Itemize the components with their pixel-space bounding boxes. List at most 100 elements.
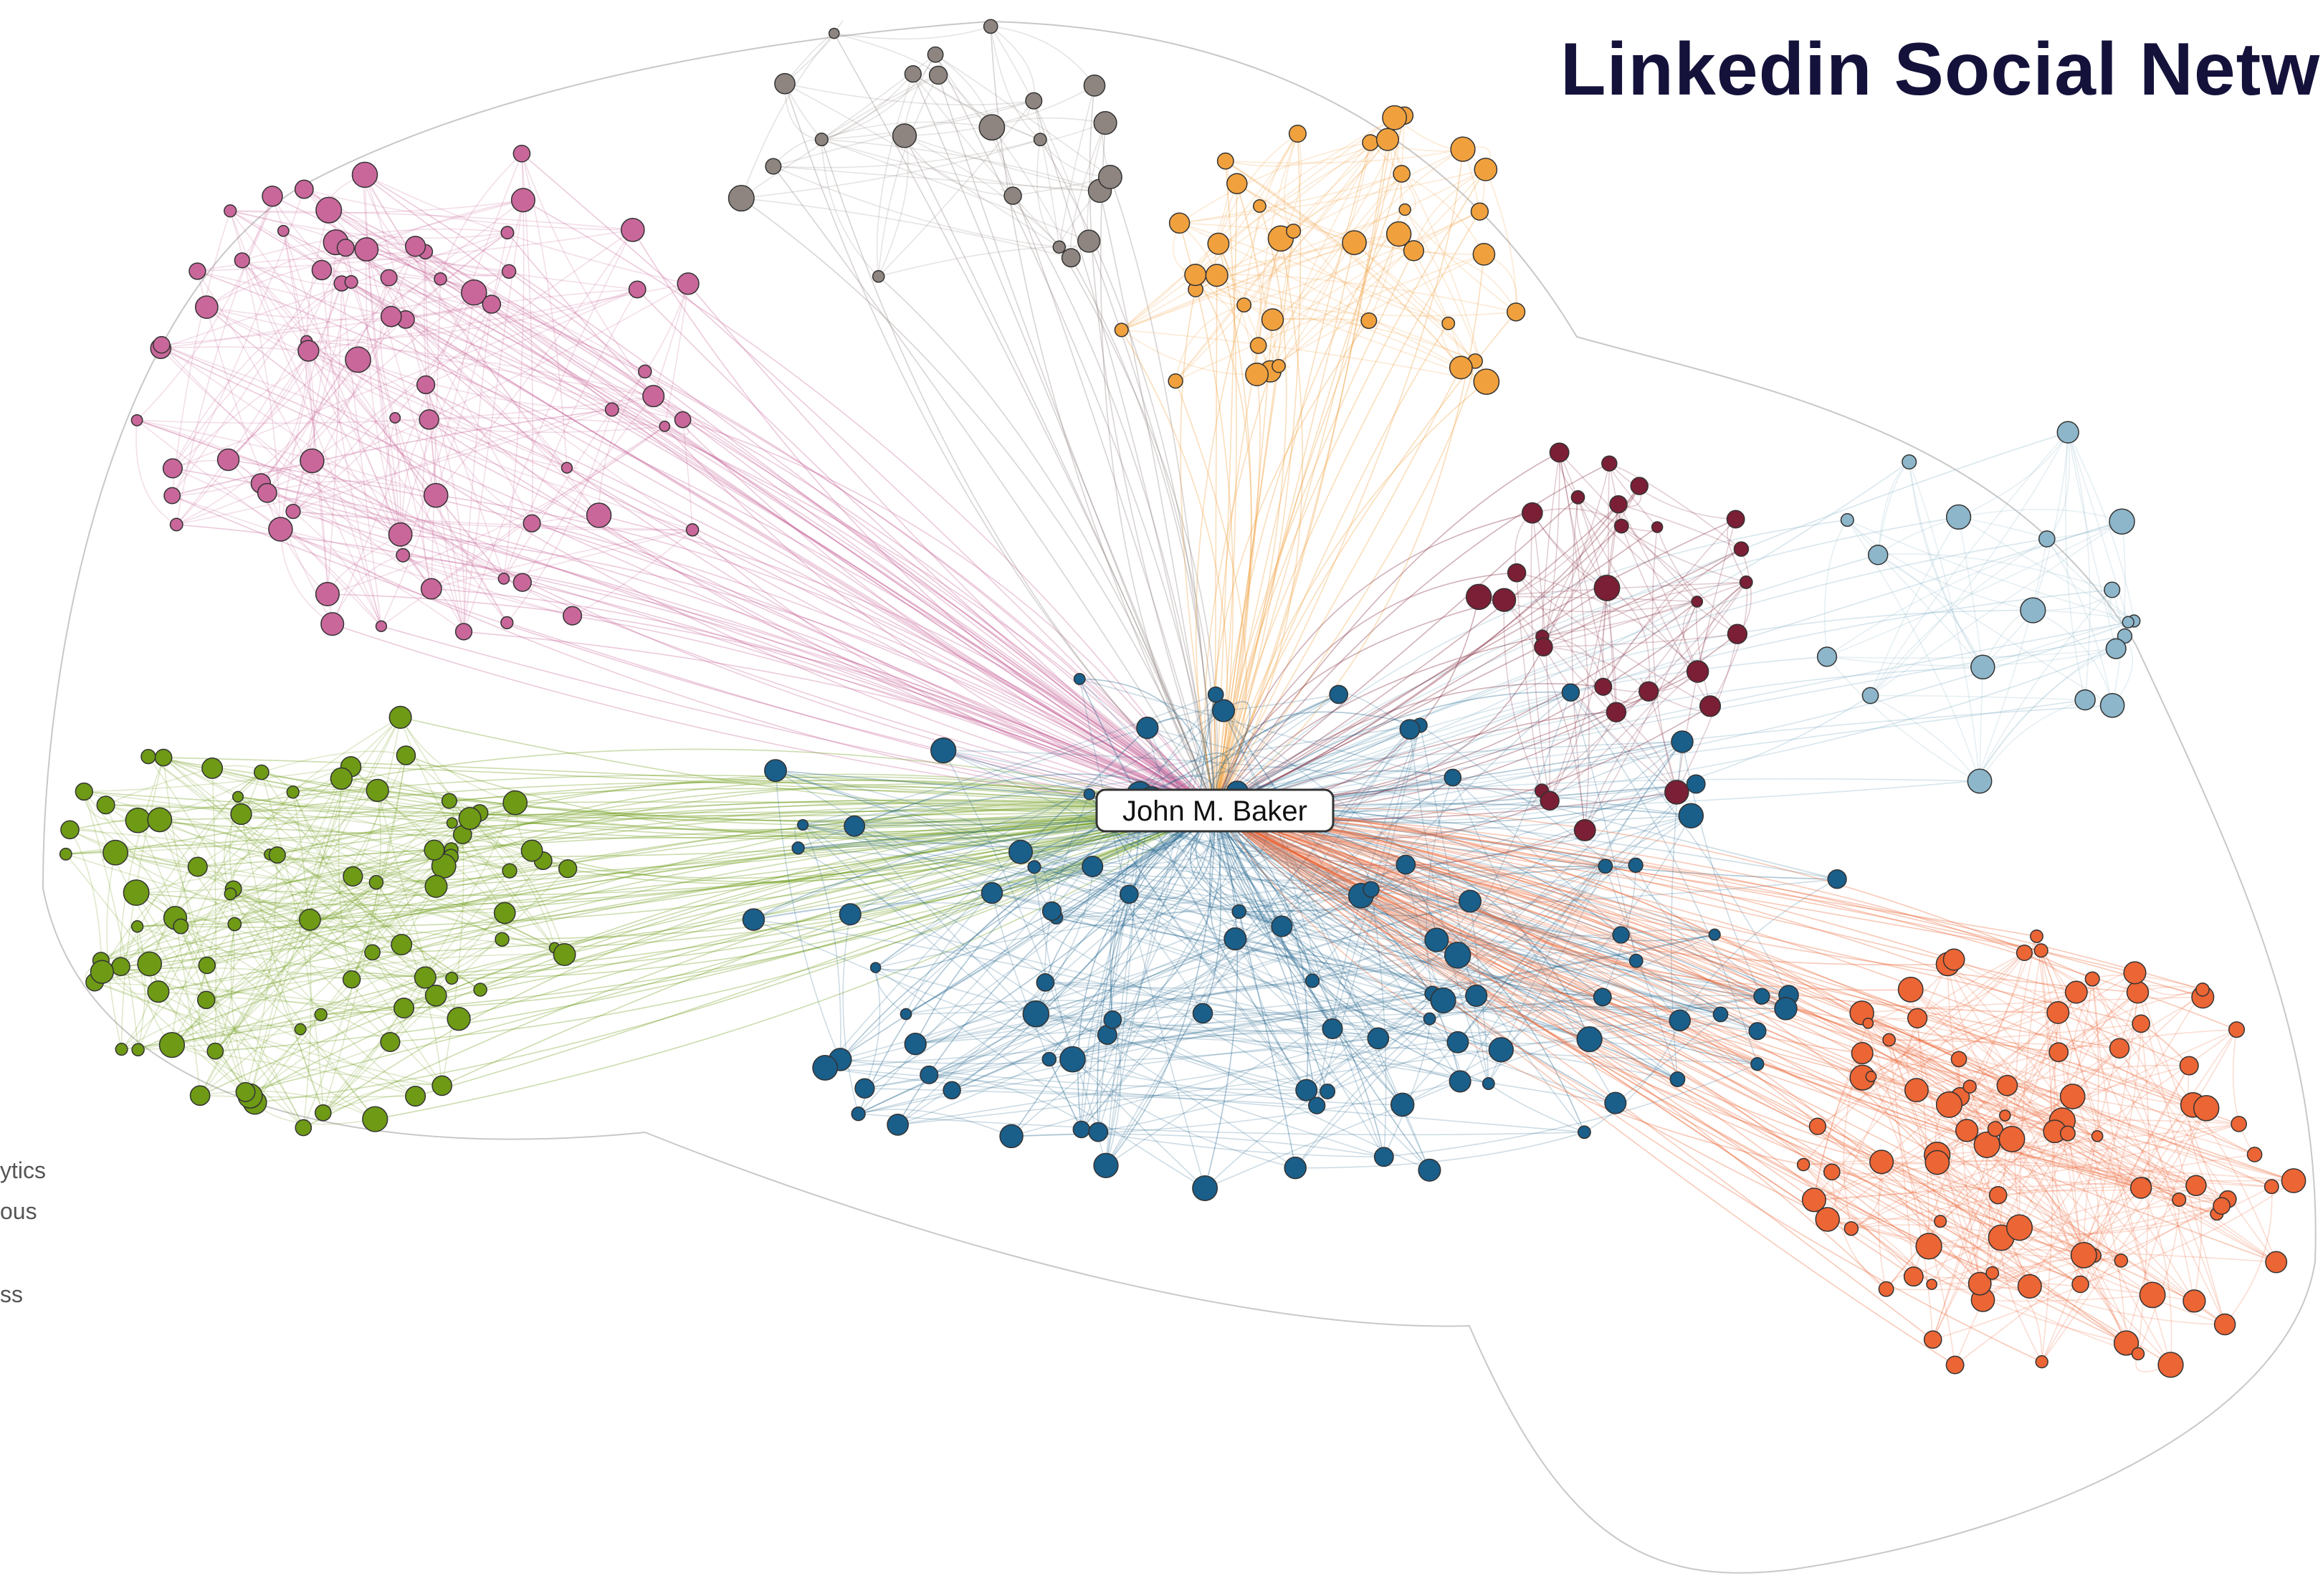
node-pink[interactable]	[604, 402, 619, 417]
node-dark-blue[interactable]	[812, 1054, 839, 1081]
node-green[interactable]	[189, 1085, 211, 1107]
node-pink[interactable]	[315, 196, 343, 224]
center-node[interactable]: John M. Baker	[1095, 788, 1335, 833]
node-red-orange[interactable]	[2213, 1313, 2236, 1336]
node-orange[interactable]	[1403, 240, 1425, 262]
node-pink[interactable]	[500, 226, 515, 240]
node-pink[interactable]	[344, 274, 358, 289]
node-dark-blue[interactable]	[1577, 1125, 1591, 1139]
node-red-orange[interactable]	[1882, 1033, 1896, 1047]
node-red-orange[interactable]	[1955, 1119, 1979, 1142]
node-pink[interactable]	[563, 606, 583, 626]
node-maroon[interactable]	[1534, 637, 1553, 656]
node-gray[interactable]	[872, 269, 885, 283]
node-green[interactable]	[441, 793, 457, 809]
node-dark-blue[interactable]	[764, 759, 787, 783]
node-red-orange[interactable]	[2265, 1251, 2288, 1274]
node-orange[interactable]	[1393, 165, 1411, 183]
node-red-orange[interactable]	[2129, 1177, 2152, 1199]
node-orange[interactable]	[1207, 232, 1230, 255]
node-dark-blue[interactable]	[1612, 926, 1630, 944]
node-red-orange[interactable]	[1823, 1163, 1841, 1181]
node-red-orange[interactable]	[1924, 1150, 1950, 1175]
node-light-blue[interactable]	[1970, 654, 1995, 680]
node-gray[interactable]	[1003, 186, 1022, 205]
node-maroon[interactable]	[1593, 575, 1621, 601]
node-red-orange[interactable]	[2048, 1042, 2069, 1063]
node-red-orange[interactable]	[1903, 1266, 1924, 1287]
node-light-blue[interactable]	[2122, 616, 2134, 629]
node-green[interactable]	[115, 1043, 128, 1056]
node-red-orange[interactable]	[2071, 1275, 2089, 1294]
node-red-orange[interactable]	[1907, 1008, 1928, 1028]
node-dark-blue[interactable]	[1671, 730, 1694, 753]
node-red-orange[interactable]	[2114, 1253, 2129, 1268]
node-green[interactable]	[158, 1031, 186, 1059]
node-orange[interactable]	[1506, 302, 1526, 322]
node-red-orange[interactable]	[2131, 1347, 2145, 1361]
node-red-orange[interactable]	[2084, 971, 2100, 987]
node-dark-blue[interactable]	[1041, 901, 1062, 922]
node-dark-blue[interactable]	[1753, 988, 1770, 1005]
node-dark-blue[interactable]	[1446, 1031, 1469, 1053]
node-gray[interactable]	[1033, 133, 1047, 147]
node-green[interactable]	[558, 859, 578, 879]
node-gray[interactable]	[1093, 111, 1117, 135]
node-dark-blue[interactable]	[1678, 803, 1704, 828]
node-pink[interactable]	[512, 144, 531, 163]
node-red-orange[interactable]	[2091, 1129, 2104, 1142]
node-pink[interactable]	[277, 224, 290, 237]
node-light-blue[interactable]	[2109, 508, 2135, 535]
node-green[interactable]	[268, 846, 286, 864]
node-red-orange[interactable]	[1815, 1207, 1840, 1232]
node-orange[interactable]	[1249, 337, 1267, 354]
node-pink[interactable]	[638, 364, 652, 379]
node-dark-blue[interactable]	[1708, 928, 1721, 941]
node-pink[interactable]	[300, 448, 325, 474]
node-pink[interactable]	[262, 186, 283, 207]
node-orange[interactable]	[1114, 322, 1129, 338]
node-dark-blue[interactable]	[1093, 1152, 1119, 1178]
node-pink[interactable]	[194, 295, 219, 319]
node-dark-blue[interactable]	[1669, 1071, 1686, 1087]
node-red-orange[interactable]	[2033, 943, 2048, 958]
node-green[interactable]	[227, 917, 242, 932]
node-green[interactable]	[342, 970, 361, 989]
node-light-blue[interactable]	[1861, 687, 1879, 704]
node-pink[interactable]	[674, 411, 692, 429]
node-green[interactable]	[502, 790, 528, 816]
node-pink[interactable]	[345, 346, 371, 373]
node-pink[interactable]	[189, 262, 206, 280]
node-dark-blue[interactable]	[1561, 683, 1580, 702]
node-orange[interactable]	[1449, 355, 1473, 380]
node-light-blue[interactable]	[2105, 638, 2127, 659]
node-maroon[interactable]	[1733, 541, 1750, 557]
node-maroon[interactable]	[1699, 695, 1722, 717]
node-green[interactable]	[447, 1007, 471, 1031]
node-maroon[interactable]	[1613, 518, 1629, 534]
node-red-orange[interactable]	[2246, 1147, 2263, 1162]
node-maroon[interactable]	[1570, 490, 1585, 505]
node-dark-blue[interactable]	[1008, 839, 1034, 864]
node-maroon[interactable]	[1686, 660, 1709, 683]
node-orange[interactable]	[1398, 203, 1411, 216]
node-orange[interactable]	[1441, 316, 1456, 330]
node-pink[interactable]	[642, 385, 665, 408]
node-red-orange[interactable]	[1878, 1281, 1894, 1297]
node-dark-blue[interactable]	[1059, 1046, 1086, 1073]
node-red-orange[interactable]	[2139, 1281, 2166, 1309]
node-dark-blue[interactable]	[1827, 869, 1847, 889]
node-maroon[interactable]	[1507, 563, 1527, 583]
node-dark-blue[interactable]	[854, 1078, 875, 1099]
node-maroon[interactable]	[1609, 494, 1628, 514]
node-dark-blue[interactable]	[1465, 984, 1488, 1007]
node-green[interactable]	[173, 918, 189, 935]
node-green[interactable]	[414, 966, 437, 989]
node-orange[interactable]	[1205, 264, 1229, 287]
node-green[interactable]	[224, 887, 237, 901]
node-red-orange[interactable]	[2172, 1192, 2187, 1208]
node-dark-blue[interactable]	[1329, 684, 1349, 704]
node-dark-blue[interactable]	[1088, 1122, 1109, 1142]
node-dark-blue[interactable]	[839, 903, 862, 926]
node-dark-blue[interactable]	[1083, 788, 1096, 801]
